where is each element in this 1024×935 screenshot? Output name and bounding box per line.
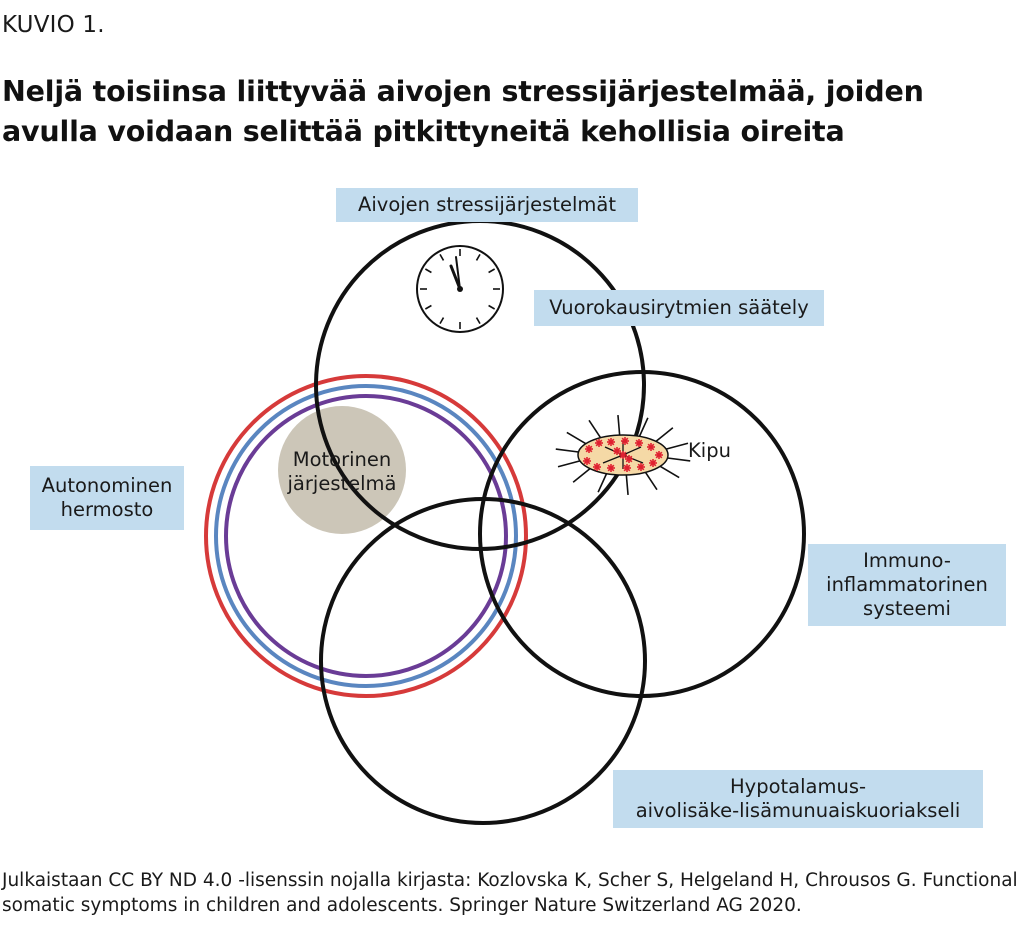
pain-star <box>625 455 633 463</box>
hpa-line-2: aivolisäke-lisämunuaiskuoriakseli <box>635 799 961 822</box>
pain-star <box>649 459 657 467</box>
hpa-circle <box>319 497 647 825</box>
label-pain: Kipu <box>688 439 731 462</box>
pain-spike <box>644 471 658 491</box>
pain-spike <box>659 465 680 479</box>
pain-spike <box>617 415 621 436</box>
autonomic-ring-red <box>204 374 528 698</box>
figure-label: KUVIO 1. <box>2 12 105 38</box>
clock-tick <box>439 253 445 261</box>
pain-star <box>595 439 603 447</box>
hpa-line-1: Hypotalamus- <box>729 775 867 798</box>
pain-cell-icon <box>555 415 691 495</box>
pain-star <box>619 451 627 459</box>
pain-spike <box>667 457 691 462</box>
autonomic-line-1: Autonominen <box>41 474 173 497</box>
autonomic-rings <box>204 374 528 698</box>
clock-tick <box>488 304 496 310</box>
clock-tick <box>424 268 432 274</box>
pain-star <box>607 464 615 472</box>
pain-star <box>655 451 663 459</box>
autonomic-ring-blue <box>214 384 518 688</box>
pain-spike <box>555 448 579 453</box>
autonomic-line-2: hermosto <box>60 498 154 521</box>
immuno-line-2: inflammatorinen <box>826 573 988 596</box>
label-hpa-axis: Hypotalamus- aivolisäke-lisämunuaiskuori… <box>613 770 983 828</box>
label-autonomic: Autonominen hermosto <box>30 466 184 530</box>
autonomic-ring-purple <box>224 394 508 678</box>
clock-tick <box>439 317 445 325</box>
pain-spike <box>625 474 629 495</box>
immuno-line-3: systeemi <box>863 597 951 620</box>
label-circadian-regulation: Vuorokausirytmien säätely <box>534 290 824 326</box>
pain-star <box>635 439 643 447</box>
pain-star <box>607 438 615 446</box>
clock-tick <box>475 317 481 325</box>
clock-icon <box>416 245 504 333</box>
clock-tick <box>488 268 496 274</box>
label-motor-system: Motorinen järjestelmä <box>272 448 412 496</box>
pain-star <box>621 437 629 445</box>
pain-spike <box>588 419 602 439</box>
pain-star <box>647 443 655 451</box>
motor-line-2: järjestelmä <box>287 472 397 495</box>
pain-inner-line <box>622 446 642 456</box>
pain-star <box>637 463 645 471</box>
clock-tick <box>424 304 432 310</box>
pain-spike <box>655 427 674 443</box>
pain-spike <box>572 467 591 483</box>
pain-spike <box>638 417 649 437</box>
source-citation: Julkaistaan CC BY ND 4.0 -lisenssin noja… <box>2 870 1018 916</box>
pain-spike <box>597 473 608 493</box>
pain-star <box>593 463 601 471</box>
label-immuno: Immuno- inflammatorinen systeemi <box>808 544 1006 626</box>
pain-inner-line <box>602 454 624 464</box>
pain-star <box>583 457 591 465</box>
pain-star <box>613 447 621 455</box>
immuno-line-1: Immuno- <box>863 549 951 572</box>
pain-star <box>585 445 593 453</box>
label-brain-stress-systems: Aivojen stressijärjestelmät <box>336 188 638 222</box>
clock-tick <box>475 253 481 261</box>
figure-title: Neljä toisiinsa liittyvää aivojen stress… <box>2 75 924 148</box>
motor-line-1: Motorinen <box>292 448 392 471</box>
pain-star <box>623 464 631 472</box>
pain-spike <box>665 442 689 450</box>
pain-spike <box>566 431 587 445</box>
pain-spike <box>557 460 581 468</box>
